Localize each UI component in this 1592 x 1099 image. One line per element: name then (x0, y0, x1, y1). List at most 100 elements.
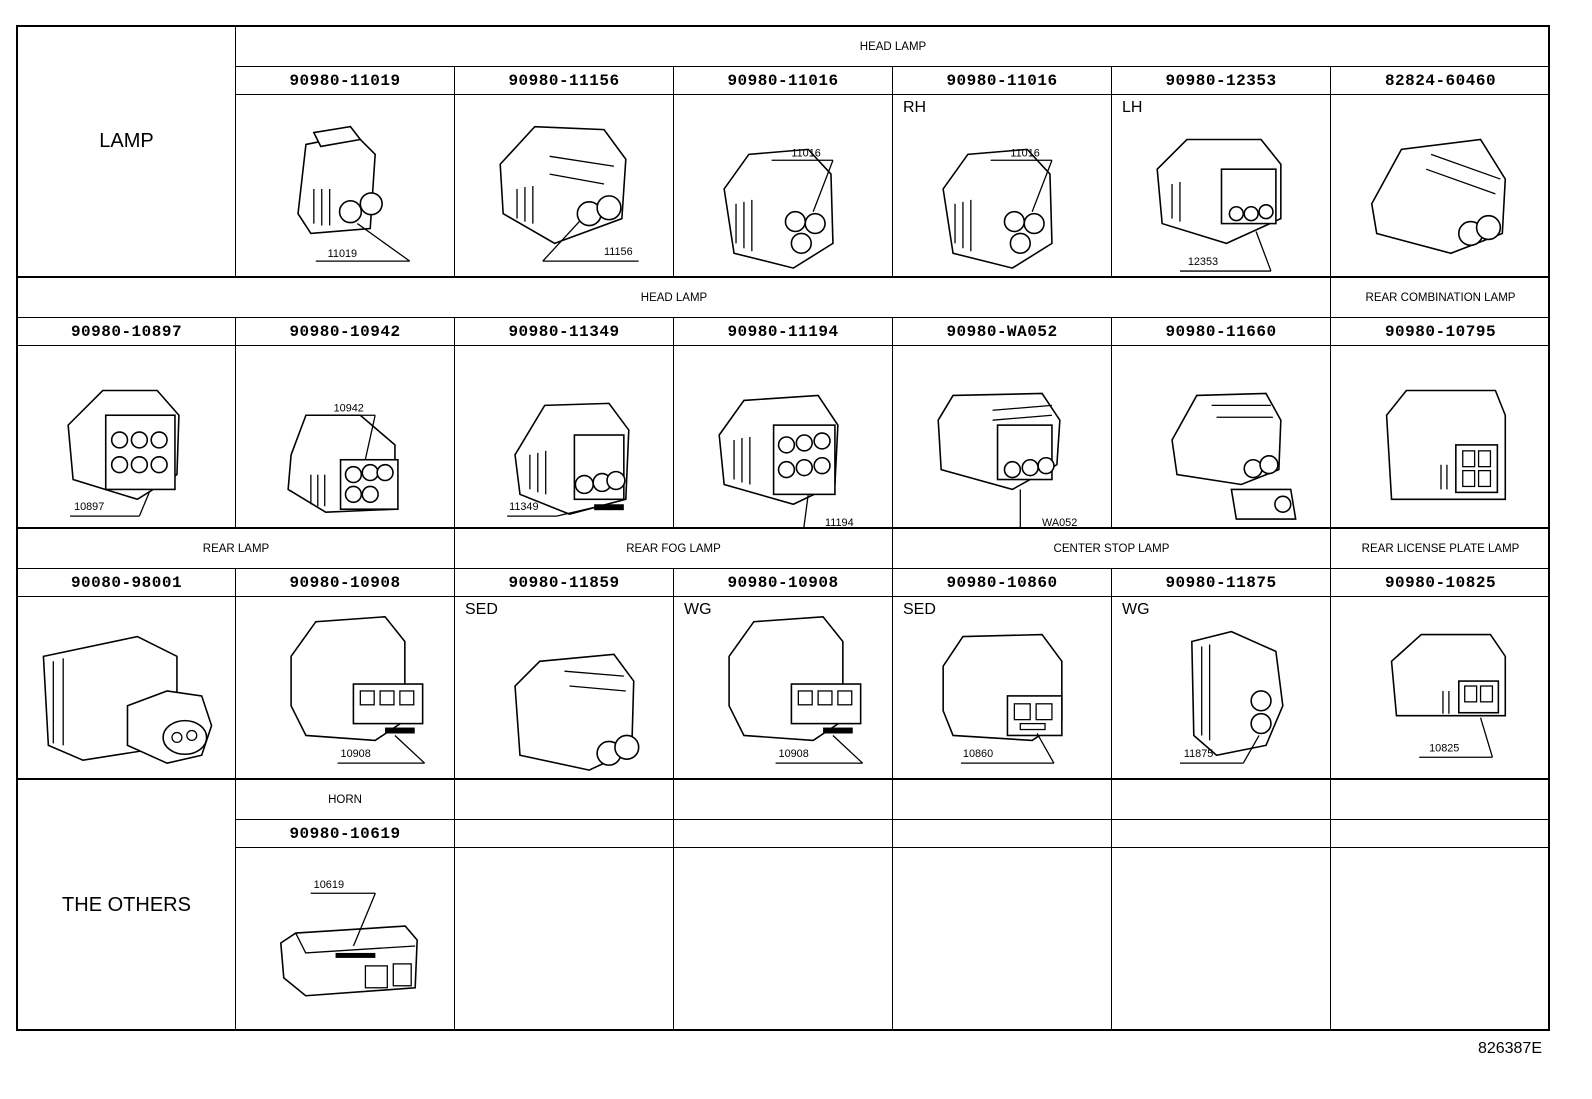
group-header-head-lamp-1: HEAD LAMP (236, 27, 1550, 67)
callout-label: 10908 (341, 748, 371, 760)
group-header-center-stop-lamp: CENTER STOP LAMP (893, 529, 1331, 569)
empty-cell (893, 780, 1112, 820)
connector-2pin-icon: 11875 (1179, 630, 1284, 764)
callout-label: WA052 (1042, 517, 1077, 527)
callout-label: 10619 (314, 879, 344, 891)
connector-2pin-icon: 10825 (1390, 633, 1507, 758)
connector-2pin-icon: 11156 (499, 125, 639, 262)
section-others-text: THE OTHERS (62, 894, 191, 916)
callout-label: 10897 (74, 501, 104, 513)
part-number: 90980-11349 (508, 322, 620, 341)
part-number-cell: 90980-10908 (236, 569, 455, 597)
connector-2pin-icon: 11019 (297, 125, 411, 262)
callout-label: 11019 (328, 248, 357, 260)
variant-tag: LH (1122, 99, 1143, 116)
connector-drawing: SED (455, 597, 674, 780)
part-number: 90980-10825 (1384, 573, 1497, 592)
variant-tag: RH (903, 99, 927, 116)
callout-label: 11156 (604, 246, 633, 258)
connector-6pin-icon: 10942 (287, 402, 399, 513)
callout-label: 10908 (779, 748, 809, 760)
callout-label: 11349 (509, 501, 538, 513)
part-number: 90980-10908 (727, 573, 839, 592)
connector-drawing: 11156 (455, 95, 674, 278)
part-number-cell: 82824-60460 (1331, 67, 1550, 95)
part-number: 90980-10908 (289, 573, 401, 592)
connector-drawing (18, 597, 236, 780)
part-number-cell: 90980-WA052 (893, 318, 1112, 346)
callout-label: 11016 (1010, 147, 1039, 159)
part-number: 90980-10897 (70, 322, 183, 341)
part-number-cell: 90080-98001 (18, 569, 236, 597)
section-lamp-text: LAMP (99, 130, 154, 152)
variant-tag: SED (903, 601, 936, 618)
part-number: 90980-10795 (1384, 322, 1497, 341)
part-number: 90980-10619 (289, 824, 401, 843)
rubber-boot-icon (42, 635, 213, 764)
connector-3pin-icon: 10908 (728, 615, 864, 764)
empty-cell (1331, 780, 1550, 820)
group-label: CENTER STOP LAMP (1053, 542, 1170, 555)
part-number: 90980-11660 (1165, 322, 1277, 341)
part-number-cell: 90980-12353 (1112, 67, 1331, 95)
section-divider (18, 276, 236, 278)
part-number: 90980-WA052 (946, 322, 1058, 341)
connector-drawing (1331, 346, 1550, 529)
connector-6pin-icon: 11194 (718, 394, 854, 527)
empty-cell (1112, 820, 1331, 848)
variant-tag: WG (1122, 601, 1150, 618)
part-number: 90980-11875 (1165, 573, 1277, 592)
connector-drawing: WG 11875 (1112, 597, 1331, 780)
group-label: REAR COMBINATION LAMP (1365, 291, 1516, 304)
group-header-rear-lamp: REAR LAMP (18, 529, 455, 569)
connector-drawing: 10942 (236, 346, 455, 529)
connector-3pin-icon: 10908 (290, 615, 426, 764)
connector-drawing: 11016 (674, 95, 893, 278)
connector-3pin-icon: 11349 (507, 402, 630, 517)
part-number-cell: 90980-11019 (236, 67, 455, 95)
part-number-cell: 90980-11194 (674, 318, 893, 346)
part-number: 90980-11016 (727, 71, 839, 90)
connector-drawing: 10908 (236, 597, 455, 780)
connector-drawing: 10897 (18, 346, 236, 529)
group-header-head-lamp-2: HEAD LAMP (18, 278, 1331, 318)
connector-drawing: RH 11016 (893, 95, 1112, 278)
connector-3pin-icon: 11016 (723, 147, 834, 269)
connector-6pin-icon: 10897 (67, 389, 180, 517)
part-number-cell: 90980-10897 (18, 318, 236, 346)
callout-label: 11875 (1184, 748, 1213, 760)
empty-cell (1331, 848, 1550, 1031)
connector-drawing: WG 10908 (674, 597, 893, 780)
part-number: 90980-11859 (508, 573, 620, 592)
empty-cell (1112, 848, 1331, 1031)
group-header-rear-fog-lamp: REAR FOG LAMP (455, 529, 893, 569)
connector-2pin-icon: 10860 (942, 633, 1063, 764)
group-header-rear-license-plate-lamp: REAR LICENSE PLATE LAMP (1331, 529, 1550, 569)
callout-label: 11194 (825, 517, 854, 527)
part-number-cell: 90980-10825 (1331, 569, 1550, 597)
connector-drawing: 10619 (236, 848, 455, 1031)
variant-tag: SED (465, 601, 498, 618)
part-number-cell: 90980-10619 (236, 820, 455, 848)
connector-drawing: 11194 (674, 346, 893, 529)
empty-cell (674, 820, 893, 848)
connector-3pin-icon: WA052 (937, 392, 1077, 527)
part-number: 90080-98001 (70, 573, 183, 592)
group-label: REAR LAMP (202, 542, 270, 555)
empty-cell (455, 848, 674, 1031)
group-header-horn: HORN (236, 780, 455, 820)
part-number-cell: 90980-11016 (893, 67, 1112, 95)
part-number: 90980-11019 (289, 71, 401, 90)
connector-multipin-icon: 12353 (1156, 138, 1282, 272)
empty-cell (1331, 820, 1550, 848)
empty-cell (1112, 780, 1331, 820)
part-number: 90980-10942 (289, 322, 401, 341)
connector-2pin-icon (514, 653, 640, 771)
connector-2pin-icon (1171, 392, 1297, 520)
part-number-cell: 90980-11875 (1112, 569, 1331, 597)
empty-cell (893, 820, 1112, 848)
part-number-cell: 90980-10908 (674, 569, 893, 597)
part-number-cell: 90980-11660 (1112, 318, 1331, 346)
callout-label: 11016 (791, 147, 820, 159)
diagram-id: 826387E (1477, 1040, 1542, 1057)
